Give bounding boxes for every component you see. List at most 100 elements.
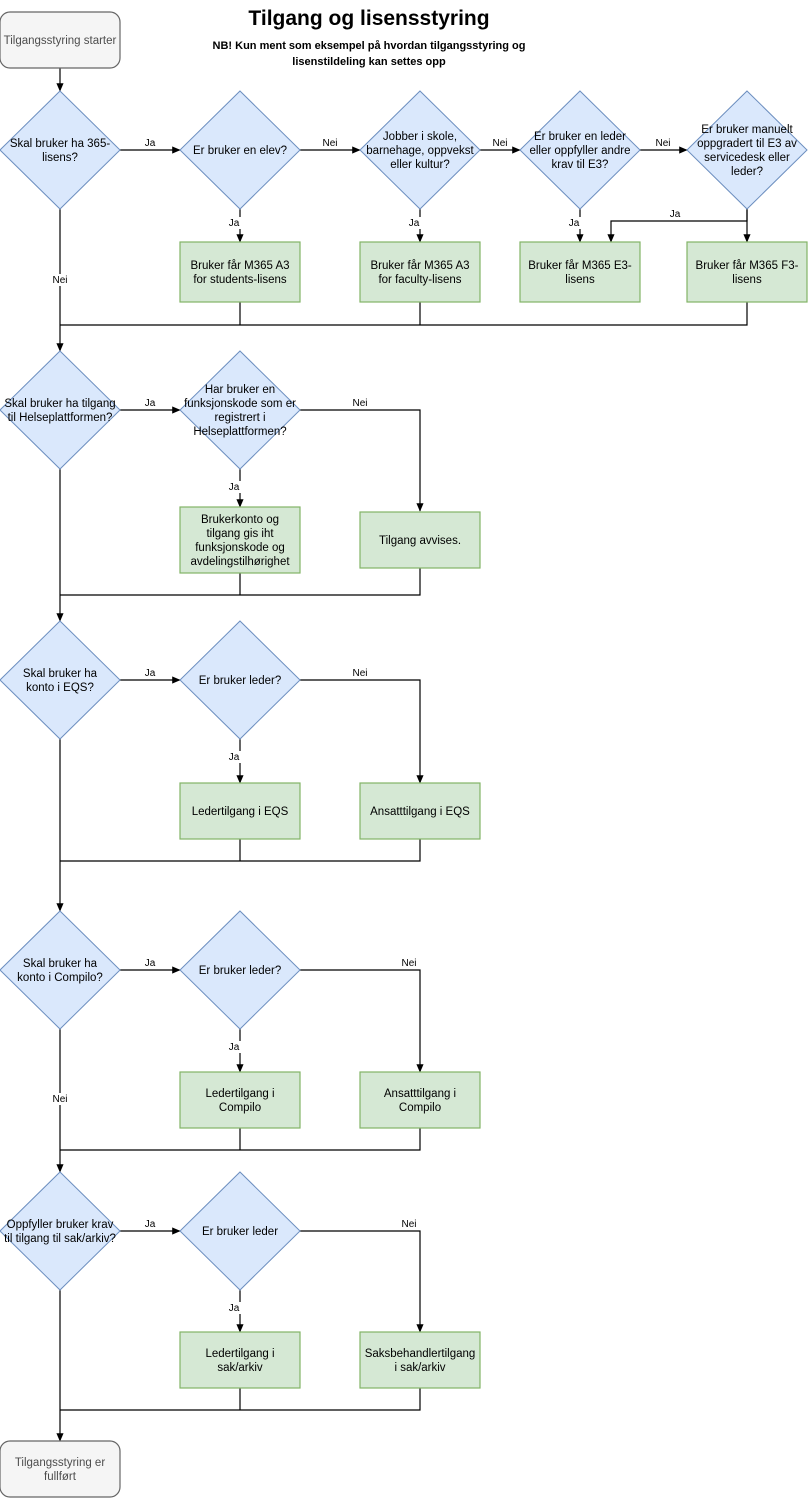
decision-shape[interactable] bbox=[179, 90, 301, 210]
process-shape[interactable] bbox=[359, 511, 481, 569]
edge-label-backdrop bbox=[142, 667, 158, 679]
node-d_comp_leder[interactable]: Er bruker leder? bbox=[179, 910, 301, 1030]
process-shape[interactable] bbox=[519, 241, 641, 303]
edge-path bbox=[60, 302, 748, 326]
node-b_eqs_ansatt[interactable]: Ansatttilgang i EQS bbox=[359, 782, 481, 840]
edge-path bbox=[300, 969, 424, 1073]
node-b_avvist[interactable]: Tilgang avvises. bbox=[359, 511, 481, 569]
node-label-line: Skal bruker ha bbox=[23, 958, 98, 970]
process-shape[interactable] bbox=[179, 506, 301, 574]
node-b_eqs_leder[interactable]: Ledertilgang i EQS bbox=[179, 782, 301, 840]
node-label-line: Bruker får M365 F3- bbox=[696, 260, 799, 272]
node-label-line: Ledertilgang i EQS bbox=[192, 806, 289, 818]
decision-shape[interactable] bbox=[686, 90, 808, 210]
node-label-line: fullført bbox=[44, 1471, 77, 1483]
edge-label: Ja bbox=[229, 482, 240, 493]
edge-e-ledere3-manuell: Nei bbox=[640, 137, 688, 154]
edge-label: Ja bbox=[145, 138, 156, 149]
edge-label-backdrop bbox=[566, 217, 582, 229]
node-b_f3[interactable]: Bruker får M365 F3-lisens bbox=[686, 241, 808, 303]
node-label-line: eller oppfyller andre bbox=[529, 145, 630, 157]
node-d_eqs_leder[interactable]: Er bruker leder? bbox=[179, 620, 301, 740]
node-d_skole[interactable]: Jobber i skole,barnehage, oppveksteller … bbox=[359, 90, 481, 210]
node-label-line: Er bruker leder? bbox=[199, 675, 281, 687]
node-d_sak_leder[interactable]: Er bruker leder bbox=[179, 1171, 301, 1291]
decision-shape[interactable] bbox=[359, 90, 481, 210]
node-b_e3[interactable]: Bruker får M365 E3-lisens bbox=[519, 241, 641, 303]
node-label-line: Er bruker leder bbox=[202, 1226, 278, 1238]
process-shape[interactable] bbox=[359, 782, 481, 840]
process-shape[interactable] bbox=[179, 1331, 301, 1389]
node-label-line: konto i Compilo? bbox=[17, 972, 103, 984]
decision-shape[interactable] bbox=[0, 910, 121, 1030]
decision-shape[interactable] bbox=[0, 620, 121, 740]
edge-label-backdrop bbox=[226, 481, 242, 493]
terminal-shape[interactable] bbox=[0, 1440, 121, 1498]
edge-path bbox=[60, 839, 421, 862]
node-label-line: Oppfyller bruker krav bbox=[7, 1219, 114, 1231]
node-label-line: leder? bbox=[731, 166, 763, 178]
edge-label-backdrop bbox=[667, 208, 683, 220]
decision-shape[interactable] bbox=[0, 350, 121, 470]
decision-shape[interactable] bbox=[179, 620, 301, 740]
process-shape[interactable] bbox=[359, 1331, 481, 1389]
edge-label: Nei bbox=[655, 138, 670, 149]
decision-shape[interactable] bbox=[0, 90, 121, 210]
node-label-line: funksjonskode og bbox=[195, 542, 285, 554]
process-shape[interactable] bbox=[179, 782, 301, 840]
decision-shape[interactable] bbox=[179, 1171, 301, 1291]
decision-shape[interactable] bbox=[519, 90, 641, 210]
page-subtitle-line-1: NB! Kun ment som eksempel på hvordan til… bbox=[213, 40, 526, 52]
process-shape[interactable] bbox=[179, 1071, 301, 1129]
node-label-line: Ansatttilgang i EQS bbox=[370, 806, 470, 818]
edge-label-backdrop bbox=[142, 397, 158, 409]
edge-label-backdrop bbox=[226, 217, 242, 229]
edge-e-elev-a3stud: Ja bbox=[226, 209, 244, 243]
node-d_compilo[interactable]: Skal bruker ha konto i Compilo? bbox=[0, 910, 121, 1030]
edge-e-eqs-leder: Ja bbox=[120, 667, 181, 684]
node-label-line: barnehage, oppvekst bbox=[366, 145, 474, 157]
edge-label-backdrop bbox=[319, 137, 341, 149]
node-d365[interactable]: Skal bruker ha 365-lisens? bbox=[0, 90, 121, 210]
edge-label: Nei bbox=[401, 958, 416, 969]
decision-shape[interactable] bbox=[179, 350, 301, 470]
node-d_elev[interactable]: Er bruker en elev? bbox=[179, 90, 301, 210]
node-label-line: for students-lisens bbox=[193, 274, 287, 286]
edge-label-backdrop bbox=[142, 137, 158, 149]
process-shape[interactable] bbox=[359, 241, 481, 303]
edge-e-manuell-e3: Ja bbox=[607, 208, 748, 243]
node-label-line: oppgradert til E3 av bbox=[697, 138, 797, 150]
process-shape[interactable] bbox=[686, 241, 808, 303]
edge-label-backdrop bbox=[398, 1218, 420, 1230]
terminal-shape[interactable] bbox=[0, 11, 121, 69]
edge-label-backdrop bbox=[49, 1093, 71, 1105]
process-shape[interactable] bbox=[359, 1071, 481, 1129]
process-shape[interactable] bbox=[179, 241, 301, 303]
edge-label: Ja bbox=[409, 218, 420, 229]
decision-shape[interactable] bbox=[179, 910, 301, 1030]
edge-label-backdrop bbox=[349, 397, 371, 409]
node-label-line: Brukerkonto og bbox=[201, 514, 279, 526]
edge-e-comp-leder: Ja bbox=[120, 957, 181, 974]
decision-shape[interactable] bbox=[0, 1171, 121, 1291]
edge-e-eqsleder-nei: Nei bbox=[300, 667, 424, 784]
node-label-line: Compilo bbox=[399, 1102, 441, 1114]
edge-e-d365-nei-down: Nei bbox=[49, 209, 71, 352]
node-start[interactable]: Tilgangsstyring starter bbox=[0, 11, 121, 69]
node-label-line: Er bruker manuelt bbox=[701, 124, 793, 136]
